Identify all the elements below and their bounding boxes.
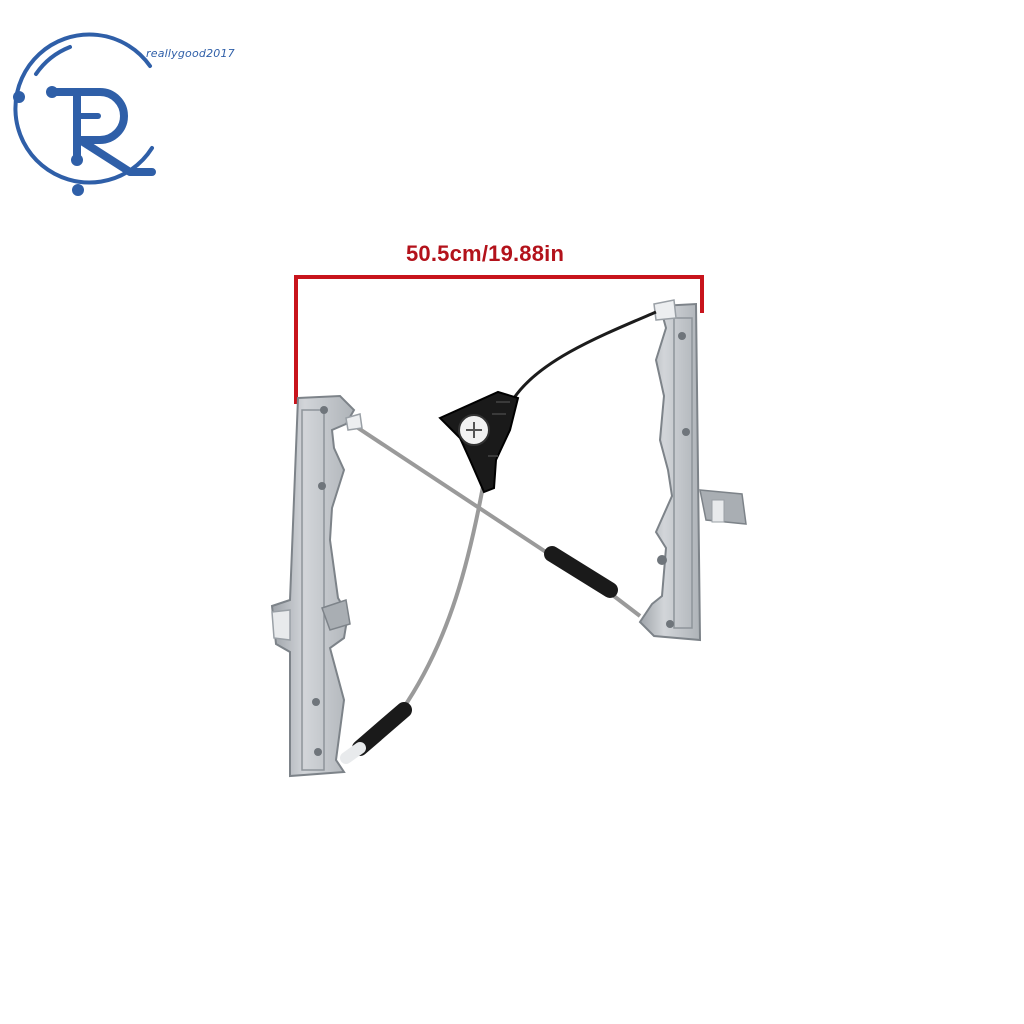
- brand-logo: [0, 0, 260, 210]
- left-rail: [270, 394, 356, 778]
- brand-logo-graphic: [13, 32, 156, 196]
- right-rail: [638, 299, 747, 642]
- dimension-label: 50.5cm/19.88in: [406, 241, 565, 266]
- cables: [344, 310, 657, 762]
- dimension-bracket: [294, 275, 704, 404]
- brand-name: reallygood2017: [146, 47, 235, 60]
- cable-sleeves: [340, 546, 618, 764]
- drum-housing: [438, 390, 520, 494]
- rail-clip: [345, 413, 363, 431]
